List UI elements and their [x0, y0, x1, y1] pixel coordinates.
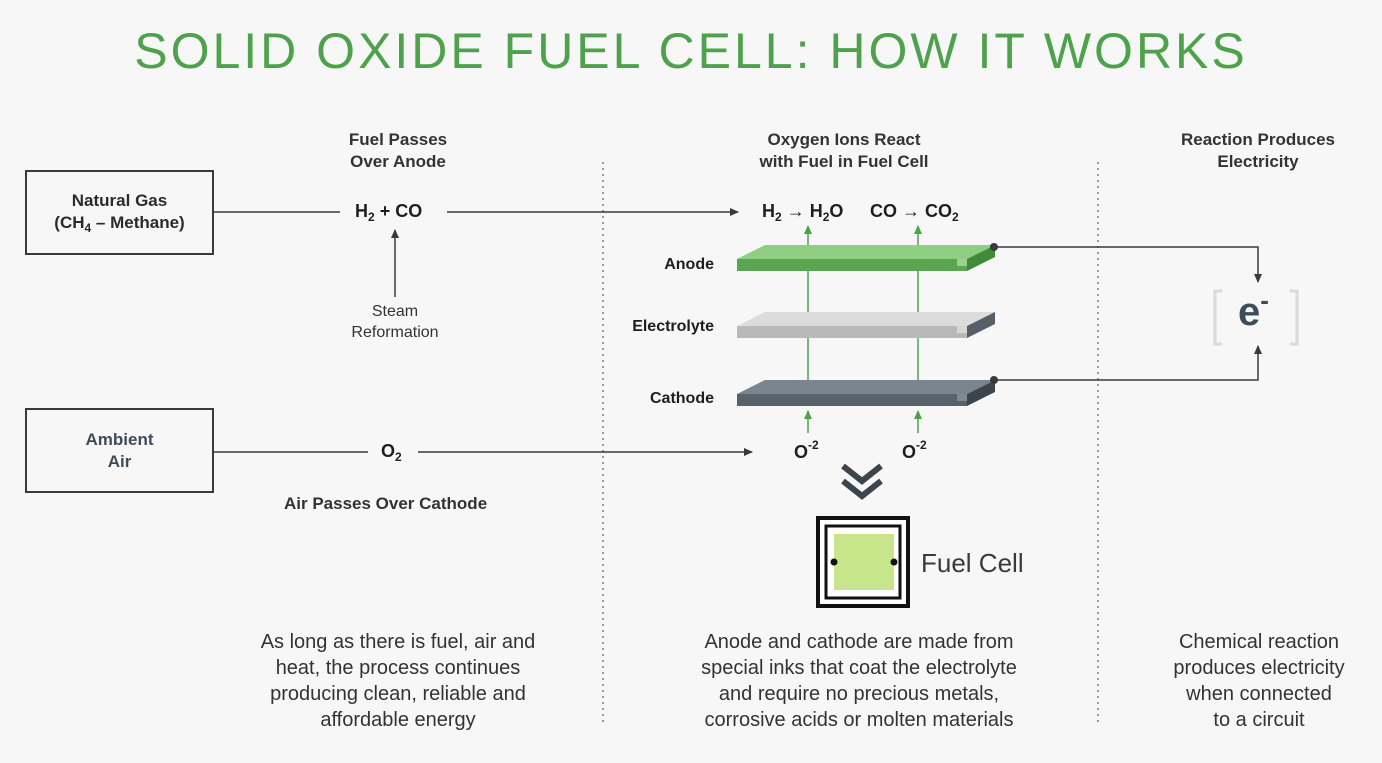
methane-subscript: 4 [84, 221, 92, 235]
header-oxygen-ions-line2: with Fuel in Fuel Cell [759, 152, 929, 171]
oxygen-ion-right: O-2 [902, 438, 927, 463]
methane-prefix: (CH [54, 213, 85, 232]
header-oxygen-ions-line1: Oxygen Ions React [767, 130, 921, 149]
header-oxygen-ions: Oxygen Ions React with Fuel in Fuel Cell [714, 129, 974, 173]
steam-label: Steam [371, 303, 419, 320]
natural-gas-box: Natural Gas (CH4 – Methane) [25, 170, 214, 255]
anode-wire [994, 246, 1262, 283]
oxygen-ion-right-o: O [902, 442, 917, 462]
reaction-co: CO [870, 201, 897, 221]
fuel-cell-icon [816, 516, 910, 608]
reaction-water-sub: 2 [822, 210, 830, 224]
electron-charge: - [1260, 285, 1269, 315]
anode-label: Anode [664, 256, 714, 273]
fuel-mix-h: H [355, 201, 368, 221]
ambient-air-box: Ambient Air [25, 408, 214, 493]
reaction-water-h: H [809, 201, 823, 221]
electrolyte-plate [737, 312, 995, 338]
methane-formula: (CH4 – Methane) [54, 212, 184, 235]
reaction-h: H [762, 201, 775, 221]
steam-reformation-label: Steam Reformation [330, 301, 460, 343]
methane-suffix: – Methane) [91, 213, 185, 232]
paragraph-middle-line3: and require no precious metals, [718, 683, 1000, 705]
header-fuel-passes-line1: Fuel Passes [348, 130, 448, 149]
reaction-hydrogen: H2 → H2O [762, 201, 844, 224]
arrow-right-icon: → [786, 201, 805, 221]
chevron-down-icon [841, 463, 883, 500]
reaction-co2-sub: 2 [952, 210, 959, 224]
fuel-mix-formula: H2 + CO [355, 201, 423, 224]
ambient-air-label-line2: Air [107, 451, 132, 471]
paragraph-left-line4: affordable energy [320, 709, 476, 731]
reaction-carbon: CO → CO2 [870, 201, 959, 224]
cathode-label: Cathode [650, 390, 714, 407]
page-title: SOLID OXIDE FUEL CELL: HOW IT WORKS [134, 23, 1248, 79]
reformation-label: Reformation [351, 324, 439, 341]
paragraph-left-line3: producing clean, reliable and [270, 683, 526, 705]
arrow-right-icon: → [902, 201, 921, 221]
reaction-water-o: O [829, 201, 844, 221]
reaction-co2: CO [925, 201, 953, 221]
header-fuel-passes-line2: Over Anode [350, 152, 446, 171]
paragraph-left: As long as there is fuel, air and heat, … [228, 629, 568, 733]
oxygen-ion-left: O-2 [794, 438, 819, 463]
paragraph-middle-line2: special inks that coat the electrolyte [701, 657, 1017, 679]
paragraph-left-line2: heat, the process continues [275, 657, 521, 679]
paragraph-left-line1: As long as there is fuel, air and [260, 631, 536, 653]
header-reaction-produces: Reaction Produces Electricity [1148, 129, 1368, 173]
reaction-h-sub: 2 [775, 210, 782, 224]
paragraph-middle-line1: Anode and cathode are made from [704, 631, 1014, 653]
electrolyte-label: Electrolyte [632, 318, 714, 335]
paragraph-right-line3: when connected [1186, 683, 1332, 705]
paragraph-middle-line4: corrosive acids or molten materials [704, 709, 1014, 731]
natural-gas-label: Natural Gas [71, 191, 168, 210]
ambient-air-label-line1: Ambient [85, 429, 154, 449]
oxygen-o: O [381, 441, 396, 461]
paragraph-right-line4: to a circuit [1213, 709, 1305, 731]
oxygen-sub: 2 [395, 450, 402, 464]
paragraph-right-line1: Chemical reaction [1178, 631, 1340, 653]
electron-bracket-left [1213, 289, 1222, 346]
oxygen-ion-left-charge: -2 [808, 438, 819, 452]
oxygen-ion-left-o: O [794, 442, 809, 462]
fuel-cell-label: Fuel Cell [921, 548, 1024, 578]
oxygen-formula: O2 [381, 441, 402, 464]
electron-bracket-right [1290, 289, 1299, 346]
paragraph-middle: Anode and cathode are made from special … [660, 629, 1058, 733]
header-fuel-passes: Fuel Passes Over Anode [298, 129, 498, 173]
paragraph-right-line2: produces electricity [1173, 657, 1345, 679]
header-reaction-produces-line2: Electricity [1217, 152, 1299, 171]
fuel-mix-sub: 2 [368, 210, 375, 224]
paragraph-right: Chemical reaction produces electricity w… [1140, 629, 1378, 733]
anode-plate [737, 245, 995, 271]
oxygen-ion-right-charge: -2 [916, 438, 927, 452]
air-caption: Air Passes Over Cathode [284, 494, 488, 513]
header-reaction-produces-line1: Reaction Produces [1181, 130, 1335, 149]
cathode-wire [994, 345, 1262, 381]
fuel-mix-rest: + CO [374, 201, 423, 221]
electron-e: e [1238, 290, 1261, 334]
electron-symbol: e- [1238, 285, 1269, 335]
cathode-plate [737, 380, 995, 406]
